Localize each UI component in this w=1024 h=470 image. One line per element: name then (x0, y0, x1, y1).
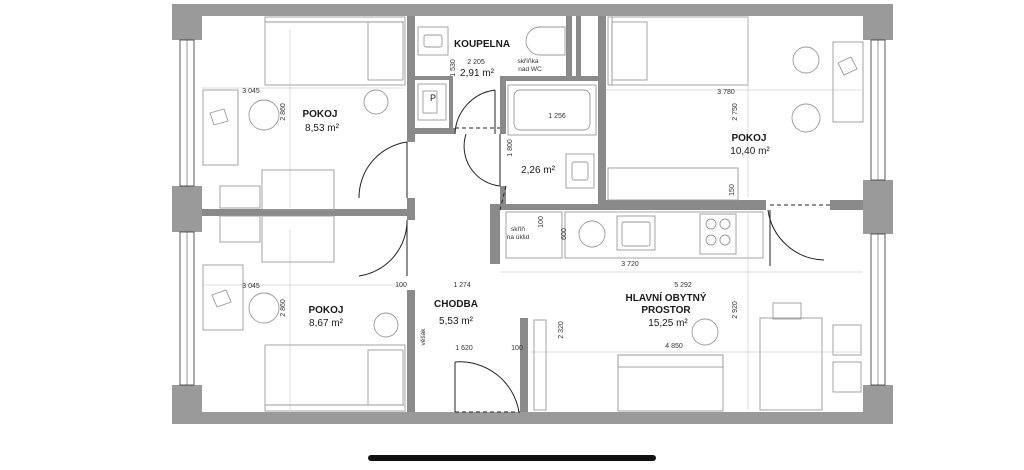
dim-bath-width: 2 205 (467, 59, 485, 66)
bathroom-name: KOUPELNA (454, 39, 510, 50)
living-name-line2: PROSTOR (641, 305, 691, 316)
living-name-line1: HLAVNÍ OBYTNÝ (626, 291, 707, 304)
hall-area: 5,53 m² (439, 316, 474, 327)
dim-room1-width: 3 045 (242, 88, 260, 95)
dim-wc-depth: 1 800 (507, 139, 514, 157)
interior-walls (202, 16, 863, 412)
dim-kitchen-width: 3 720 (621, 261, 639, 268)
exterior-walls (172, 4, 893, 424)
dim-wc-width: 1 256 (548, 113, 566, 120)
bathroom-area: 2,91 m² (460, 68, 495, 79)
cabinet-note-line2: nad WC (518, 66, 542, 73)
dim-hall-depth: 2 320 (558, 321, 565, 339)
room2-area: 8,67 m² (309, 318, 344, 329)
room3-name: POKOJ (731, 133, 766, 144)
dim-room2-depth: 2 860 (280, 299, 287, 317)
windows (179, 39, 886, 386)
dim-entry-wall: 100 (511, 345, 523, 352)
dim-bath-depth: 1 530 (450, 59, 457, 77)
wc-area: 2,26 m² (521, 165, 556, 176)
dim-hall-wall: 100 (395, 282, 407, 289)
bathroom-fixtures (417, 26, 597, 189)
dim-closet-depth: 100 (538, 216, 545, 228)
dim-room1-depth: 2 860 (280, 103, 287, 121)
dim-room3-depth: 2 750 (732, 103, 739, 121)
dim-hall-width: 1 274 (453, 282, 471, 289)
room3-area: 10,40 m² (730, 146, 770, 157)
heater-note: P (430, 93, 436, 103)
room1-name: POKOJ (302, 109, 337, 120)
hall-cabinet-note: věšák (420, 328, 427, 346)
dim-room2-width: 3 045 (242, 283, 260, 290)
kitchen-living-furniture (500, 211, 862, 412)
dim-closet-width: 600 (561, 228, 568, 240)
home-indicator-bar[interactable] (368, 455, 656, 461)
room1-furniture (202, 16, 406, 211)
closet-note-line1: skříň (511, 226, 525, 233)
doors (358, 89, 830, 413)
room3-furniture (606, 16, 864, 201)
dim-room3-width: 3 780 (717, 89, 735, 96)
dim-living-inner: 4 850 (665, 343, 683, 350)
room2-furniture (202, 215, 406, 412)
dim-living-depth: 2 920 (732, 301, 739, 319)
dim-room3-offset: 150 (729, 184, 736, 196)
cabinet-note-line1: skříňka (518, 58, 539, 65)
dim-living-width: 5 292 (674, 282, 692, 289)
dim-entry-width: 1 620 (455, 345, 473, 352)
hall-name: CHODBA (434, 299, 478, 310)
closet-note-line2: na úklid (507, 234, 530, 241)
room2-name: POKOJ (308, 305, 343, 316)
room1-area: 8,53 m² (305, 123, 340, 134)
living-area: 15,25 m² (648, 318, 688, 329)
